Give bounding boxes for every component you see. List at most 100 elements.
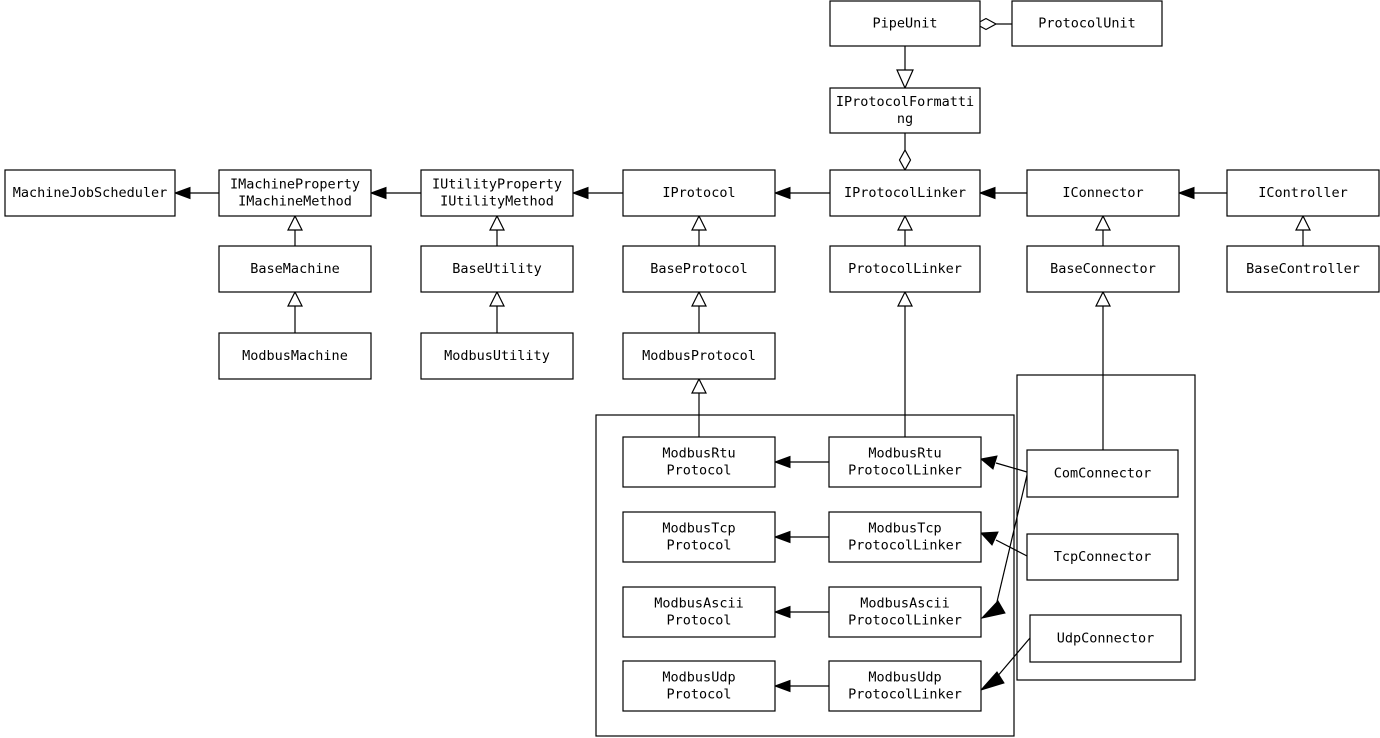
class-box-baseprotocol[interactable] xyxy=(622,245,776,293)
class-label-iconnector: IConnector xyxy=(1062,185,1143,201)
class-label-modbusrtulinker: ModbusRtu xyxy=(868,446,941,462)
class-box-modbusutility[interactable] xyxy=(420,332,574,380)
class-node-machinejobscheduler[interactable]: MachineJobScheduler xyxy=(4,169,176,217)
class-node-baseconnector[interactable]: BaseConnector xyxy=(1026,245,1180,293)
class-label-comconnector: ComConnector xyxy=(1054,466,1152,482)
class-box-iconnector[interactable] xyxy=(1026,169,1180,217)
class-label-icontroller: IController xyxy=(1258,185,1347,201)
class-node-basecontroller[interactable]: BaseController xyxy=(1226,245,1380,293)
generalization-triangle-baseconnector xyxy=(1095,290,1111,307)
class-label-imachineproperty: IMachineProperty xyxy=(230,177,360,193)
class-box-udpconnector[interactable] xyxy=(1029,614,1182,663)
class-node-comconnector[interactable]: ComConnector xyxy=(1026,449,1179,498)
class-box-pipeunit[interactable] xyxy=(829,0,981,47)
arrowhead-modbusudpprotocol xyxy=(773,679,791,693)
generalization-triangle-baseprotocol xyxy=(691,290,707,307)
class-box-protocollinker[interactable] xyxy=(829,245,981,293)
class-label-modbusudpprotocol: Protocol xyxy=(666,687,731,703)
class-node-baseprotocol[interactable]: BaseProtocol xyxy=(622,245,776,293)
class-box-machinejobscheduler[interactable] xyxy=(4,169,176,217)
class-node-iprotocollinker[interactable]: IProtocolLinker xyxy=(829,169,981,217)
class-box-modbusasciilinker[interactable] xyxy=(828,586,982,638)
class-node-modbusmachine[interactable]: ModbusMachine xyxy=(218,332,372,380)
class-label-iprotocollinker: IProtocolLinker xyxy=(844,185,966,201)
class-box-icontroller[interactable] xyxy=(1226,169,1380,217)
class-box-modbusasciiprotocol[interactable] xyxy=(622,586,776,638)
class-node-tcpconnector[interactable]: TcpConnector xyxy=(1026,533,1179,581)
class-node-icontroller[interactable]: IController xyxy=(1226,169,1380,217)
class-label-modbusasciilinker: ProtocolLinker xyxy=(848,613,962,629)
class-node-iprotocol[interactable]: IProtocol xyxy=(622,169,776,217)
class-box-modbusudpprotocol[interactable] xyxy=(622,660,776,712)
edge-comconnector-modbusrtulinker xyxy=(995,462,1028,473)
class-box-imachineproperty[interactable] xyxy=(218,169,372,217)
class-label-baseutility: BaseUtility xyxy=(452,261,541,277)
generalization-triangle-modbusprotocol xyxy=(691,377,707,394)
generalization-triangle-iprotocollinker xyxy=(897,214,913,231)
class-box-modbusprotocol[interactable] xyxy=(622,332,776,380)
arrowhead-modbusasciiprotocol xyxy=(773,605,791,619)
class-label-basecontroller: BaseController xyxy=(1246,261,1360,277)
class-label-pipeunit: PipeUnit xyxy=(872,16,937,32)
class-box-layer: PipeUnit ProtocolUnitIProtocolFormattingM… xyxy=(4,0,1380,712)
class-box-protocolunit[interactable] xyxy=(1011,0,1163,47)
class-label-modbusasciilinker: ModbusAscii xyxy=(860,596,949,612)
class-box-modbusudplinker[interactable] xyxy=(828,660,982,712)
class-node-protocolunit[interactable]: ProtocolUnit xyxy=(1011,0,1163,47)
arrowhead-modbustcpprotocol xyxy=(773,530,791,544)
class-box-iprotocolformatting[interactable] xyxy=(829,87,981,134)
class-label-modbusmachine: ModbusMachine xyxy=(242,348,348,364)
generalization-triangle-icontroller xyxy=(1295,214,1311,231)
class-box-basecontroller[interactable] xyxy=(1226,245,1380,293)
class-node-protocollinker[interactable]: ProtocolLinker xyxy=(829,245,981,293)
class-box-modbusrtulinker[interactable] xyxy=(828,436,982,488)
generalization-triangle-iprotocolformatting xyxy=(896,69,914,90)
class-node-modbusprotocol[interactable]: ModbusProtocol xyxy=(622,332,776,380)
class-box-iprotocollinker[interactable] xyxy=(829,169,981,217)
class-box-modbusrtuprotocol[interactable] xyxy=(622,436,776,488)
class-label-udpconnector: UdpConnector xyxy=(1057,631,1155,647)
class-label-modbusudplinker: ProtocolLinker xyxy=(848,687,962,703)
generalization-triangle-protocollinker xyxy=(897,290,913,307)
class-box-baseconnector[interactable] xyxy=(1026,245,1180,293)
class-node-iconnector[interactable]: IConnector xyxy=(1026,169,1180,217)
class-label-protocolunit: ProtocolUnit xyxy=(1038,16,1136,32)
class-box-modbusmachine[interactable] xyxy=(218,332,372,380)
class-label-imachineproperty: IMachineMethod xyxy=(238,194,352,210)
class-box-modbustcplinker[interactable] xyxy=(828,511,982,563)
class-box-iprotocol[interactable] xyxy=(622,169,776,217)
class-label-modbustcpprotocol: ModbusTcp xyxy=(662,521,735,537)
generalization-triangle-imachineproperty xyxy=(287,214,303,231)
generalization-triangle-baseutility xyxy=(489,290,505,307)
class-box-tcpconnector[interactable] xyxy=(1026,533,1179,581)
class-label-baseprotocol: BaseProtocol xyxy=(650,261,748,277)
class-box-comconnector[interactable] xyxy=(1026,449,1179,498)
class-node-baseutility[interactable]: BaseUtility xyxy=(420,245,574,293)
arrowhead-modbusasciilinker xyxy=(980,600,1006,619)
class-label-modbustcpprotocol: Protocol xyxy=(666,538,731,554)
class-node-modbusutility[interactable]: ModbusUtility xyxy=(420,332,574,380)
edge-comconnector-modbusasciilinker xyxy=(995,474,1028,607)
class-node-udpconnector[interactable]: UdpConnector xyxy=(1029,614,1182,663)
class-box-modbustcpprotocol[interactable] xyxy=(622,511,776,563)
class-box-basemachine[interactable] xyxy=(218,245,372,293)
class-box-baseutility[interactable] xyxy=(420,245,574,293)
class-box-iutilityproperty[interactable] xyxy=(420,169,574,217)
class-node-basemachine[interactable]: BaseMachine xyxy=(218,245,372,293)
class-node-pipeunit[interactable]: PipeUnit xyxy=(829,0,981,47)
class-label-modbusasciiprotocol: Protocol xyxy=(666,613,731,629)
arrowhead-iprotocollinker xyxy=(978,186,996,200)
class-label-iprotocolformatting: ng xyxy=(897,111,913,127)
